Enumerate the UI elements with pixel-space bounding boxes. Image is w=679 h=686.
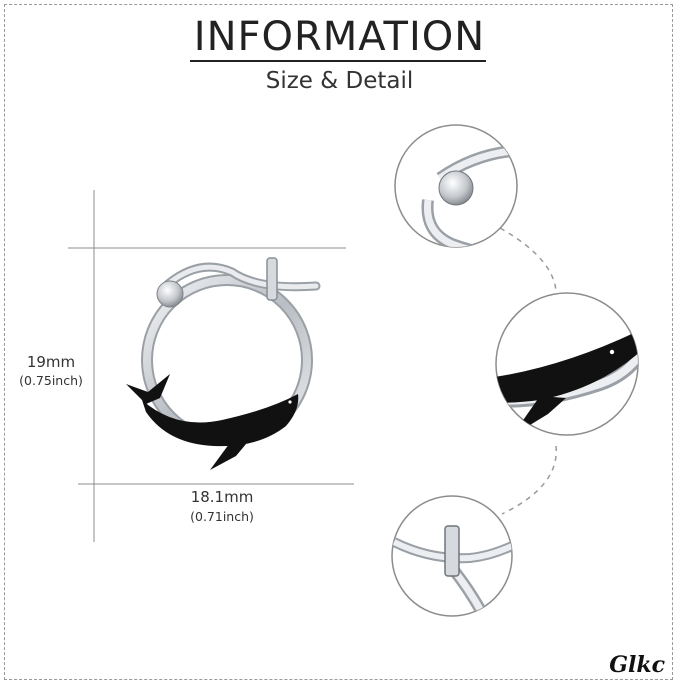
dashed-frame <box>4 4 673 680</box>
detail-circle-top <box>394 124 518 248</box>
page-title: INFORMATION <box>193 14 486 60</box>
width-mm-label: 18.1mm <box>190 488 254 506</box>
detail-circle-middle <box>495 292 639 436</box>
earring-main <box>126 257 321 470</box>
page-subtitle: Size & Detail <box>265 68 414 94</box>
connector-curve-top <box>499 227 557 301</box>
detail-circle-bottom <box>391 495 513 617</box>
height-mm-label: 19mm <box>26 353 76 371</box>
measure-guides <box>68 190 354 542</box>
title-underline <box>190 60 486 62</box>
width-inch-label: (0.71inch) <box>190 509 254 524</box>
connector-curve-bottom <box>501 445 557 515</box>
brand-logo: Glkc <box>609 652 665 678</box>
height-inch-label: (0.75inch) <box>19 373 83 388</box>
